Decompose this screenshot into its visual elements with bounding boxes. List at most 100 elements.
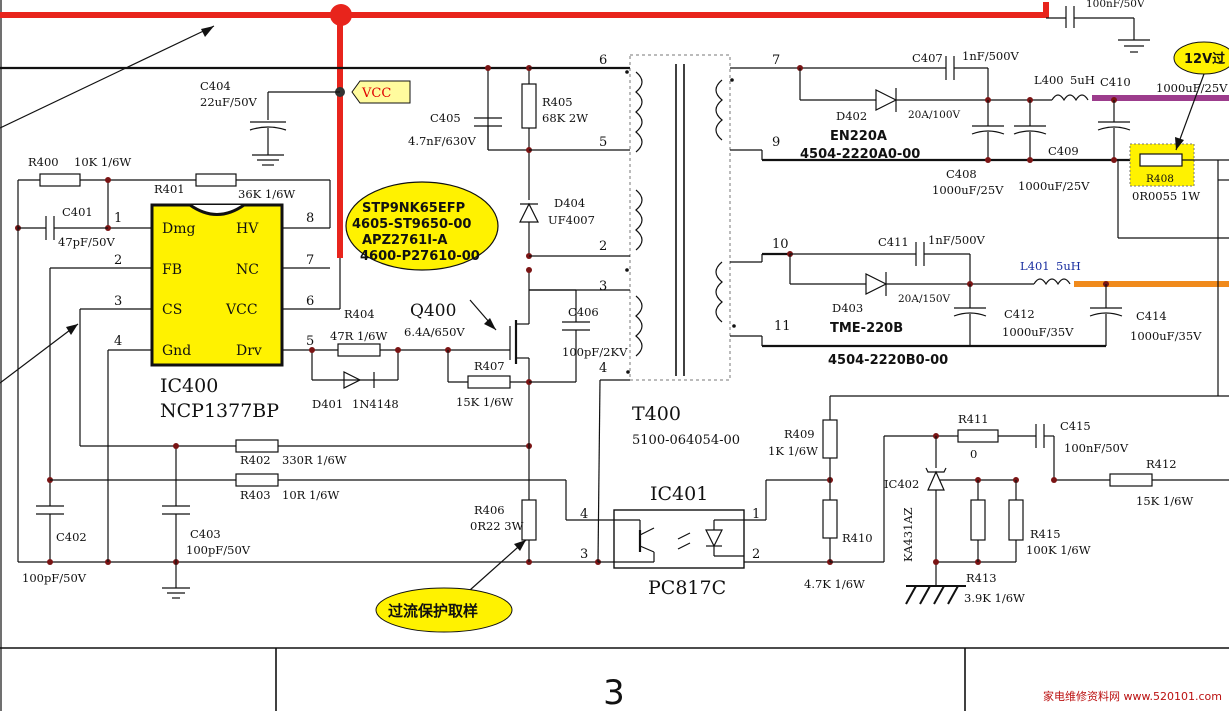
c405-name: C405	[430, 111, 461, 125]
c411-name: C411	[878, 235, 909, 249]
d403-part: 4504-2220B0-00	[828, 353, 948, 368]
c415-value: 100nF/50V	[1064, 441, 1129, 455]
q400-name: Q400	[410, 301, 456, 321]
c407-value: 1nF/500V	[962, 49, 1020, 63]
r404-name: R404	[344, 307, 375, 321]
r405-value: 68K 2W	[542, 111, 588, 125]
t400-part: 5100-064054-00	[632, 433, 740, 448]
ic400-pinnum-3: 3	[114, 294, 122, 309]
ic400-pinnum-4: 4	[114, 334, 122, 349]
t400-pin-10: 10	[772, 237, 789, 252]
ic401-pin-2: 2	[752, 547, 760, 562]
ic400-pinnum-6: 6	[306, 294, 314, 309]
t400-pin-5: 5	[599, 135, 607, 150]
callout-ocp-label: 过流保护取样	[388, 602, 478, 620]
c404-value: 22uF/50V	[200, 95, 258, 109]
ic400-pin-nc: NC	[236, 262, 259, 278]
q400-rating: 6.4A/650V	[404, 325, 465, 339]
d401-name: D401	[312, 397, 343, 411]
c409-value: 1000uF/25V	[1018, 179, 1090, 193]
t400-pin-4: 4	[599, 361, 607, 376]
ic401-pin-3: 3	[580, 547, 588, 562]
r402-name: R402	[240, 453, 271, 467]
c409-name: C409	[1048, 144, 1079, 158]
t400-pin-6: 6	[599, 53, 607, 68]
r411-value: 0	[970, 447, 977, 461]
c408-value: 1000uF/25V	[932, 183, 1004, 197]
r404-value: 47R 1/6W	[330, 329, 387, 343]
r412-name: R412	[1146, 457, 1177, 471]
ic401-pin-1: 1	[752, 507, 760, 522]
c402-value: 100pF/50V	[22, 571, 87, 585]
r401-value: 36K 1/6W	[238, 187, 295, 201]
c411-value: 1nF/500V	[928, 233, 986, 247]
r415-name: R415	[1030, 527, 1061, 541]
r402-value: 330R 1/6W	[282, 453, 347, 467]
d402-type: EN220A	[830, 129, 887, 144]
r412-value: 15K 1/6W	[1136, 494, 1193, 508]
ic400-pinnum-5: 5	[306, 334, 314, 349]
t400-pin-3: 3	[599, 279, 607, 294]
r405-name: R405	[542, 95, 573, 109]
t400-pin-9: 9	[772, 135, 780, 150]
ic400-pinnum-7: 7	[306, 253, 314, 268]
ic400-body	[150, 203, 284, 367]
r407-name: R407	[474, 359, 505, 373]
ic400-pin-dmg: Dmg	[162, 221, 196, 237]
c414-name: C414	[1136, 309, 1167, 323]
ic402-name: IC402	[884, 477, 919, 491]
d404-name: D404	[554, 196, 585, 210]
q400-callout-line2: 4605-ST9650-00	[352, 217, 471, 232]
c412-name: C412	[1004, 307, 1035, 321]
ic400-pinnum-8: 8	[306, 211, 314, 226]
ic400-pin-fb: FB	[162, 262, 182, 278]
r410-name: R410	[842, 531, 873, 545]
c412-value: 1000uF/35V	[1002, 325, 1074, 339]
d403-type: TME-220B	[830, 321, 903, 336]
t400-pin-2: 2	[599, 239, 607, 254]
t400-name: T400	[632, 403, 681, 425]
vcc-tag	[351, 80, 411, 104]
d403-name: D403	[832, 301, 863, 315]
r403-name: R403	[240, 488, 271, 502]
ic400-model: NCP1377BP	[160, 400, 279, 422]
l401-name: L401	[1020, 259, 1050, 273]
r415-value: 100K 1/6W	[1026, 543, 1091, 557]
c415-name: C415	[1060, 419, 1091, 433]
r409-name: R409	[784, 427, 815, 441]
c401-name: C401	[62, 205, 93, 219]
d402-name: D402	[836, 109, 867, 123]
r401-name: R401	[154, 182, 185, 196]
ic400-pinnum-2: 2	[114, 253, 122, 268]
c401-value: 47pF/50V	[58, 235, 115, 249]
ic400-pin-drv: Drv	[236, 343, 262, 359]
l400-value: 5uH	[1070, 73, 1095, 87]
hv-line	[0, 2, 1049, 18]
ic401-model: PC817C	[648, 577, 726, 599]
c405-value: 4.7nF/630V	[408, 134, 476, 148]
r406-name: R406	[474, 503, 505, 517]
c414-value: 1000uF/35V	[1130, 329, 1202, 343]
t400-pin-11: 11	[774, 319, 791, 334]
c406-value: 100pF/2KV	[562, 345, 628, 359]
ic400-pinnum-1: 1	[114, 211, 122, 226]
vcc-tag-label: VCC	[361, 86, 391, 101]
c407-name: C407	[912, 51, 943, 65]
d403-rating: 20A/150V	[898, 293, 951, 305]
t400-pin-7: 7	[772, 53, 780, 68]
t400-outline	[629, 54, 731, 381]
callout-ocp	[375, 587, 513, 633]
ic402-model: KA431AZ	[901, 507, 915, 562]
c410-name: C410	[1100, 75, 1131, 89]
page-number: 3	[603, 673, 625, 711]
r407-value: 15K 1/6W	[456, 395, 513, 409]
l400-name: L400	[1034, 73, 1064, 87]
r409-value: 1K 1/6W	[768, 444, 818, 458]
ic400-pin-hv: HV	[236, 221, 259, 237]
watermark: 家电维修资料网 www.520101.com	[1043, 689, 1222, 703]
d404-type: UF4007	[548, 213, 595, 227]
c408-name: C408	[946, 167, 977, 181]
d402-part: 4504-2220A0-00	[800, 147, 920, 162]
q400-callout-line3: APZ2761I-A	[362, 233, 448, 248]
